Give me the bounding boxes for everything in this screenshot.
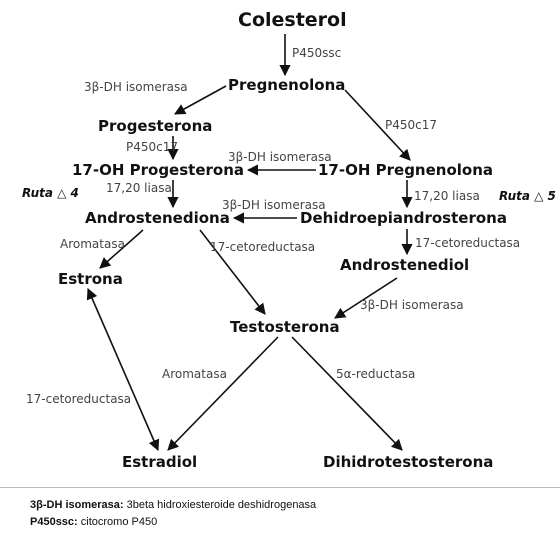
label-17-cetoreductasa-right: 17-cetoreductasa	[415, 236, 521, 250]
node-dhea: Dehidroepiandrosterona	[300, 209, 507, 227]
arrow-androstenediona-testosterona	[199, 229, 266, 315]
label-17-20-liasa-right: 17,20 liasa	[414, 189, 480, 203]
label-17-20-liasa-left: 17,20 liasa	[106, 181, 172, 195]
arrow-pregnenolona-progesterona	[174, 85, 227, 115]
legend-item-3b-dh: 3β-DH isomerasa: 3beta hidroxiesteroide …	[30, 499, 316, 511]
node-testosterona: Testosterona	[230, 318, 340, 336]
label-17-cetoreductasa-center: 17-cetoreductasa	[210, 240, 316, 254]
legend-definition: citocromo P450	[80, 516, 158, 528]
arrow-testosterona-estradiol	[167, 336, 279, 451]
node-colesterol: Colesterol	[238, 9, 347, 31]
node-dihidrotestosterona: Dihidrotestosterona	[323, 453, 494, 471]
label-3b-dh-isomerasa-prog: 3β-DH isomerasa	[84, 80, 188, 94]
legend-term: P450ssc:	[30, 516, 78, 528]
legend-divider	[0, 487, 560, 488]
label-ruta-delta-4: Ruta △ 4	[22, 186, 79, 200]
node-progesterona: Progesterona	[98, 117, 213, 135]
node-estrona: Estrona	[58, 270, 123, 288]
label-p450c17-left: P450c17	[126, 140, 179, 154]
arrow-pregnenolona-17oh-pregnenolona	[344, 89, 411, 161]
node-estradiol: Estradiol	[122, 453, 198, 471]
label-5a-reductasa: 5α-reductasa	[336, 367, 416, 381]
legend-definition: 3beta hidroxiesteroide deshidrogenasa	[126, 499, 317, 511]
legend-item-p450ssc: P450ssc: citocromo P450	[30, 516, 157, 528]
node-androstenediona: Androstenediona	[85, 209, 230, 227]
label-p450scc: P450ssc	[292, 46, 342, 60]
label-3b-dh-isomerasa-dhea: 3β-DH isomerasa	[222, 198, 326, 212]
node-androstenediol: Androstenediol	[340, 256, 470, 274]
arrow-androstenediol-testosterona	[334, 277, 398, 319]
arrow-testosterona-dht	[291, 336, 403, 451]
label-17-cetoreductasa-left: 17-cetoreductasa	[26, 392, 132, 406]
label-aromatasa-left: Aromatasa	[60, 237, 125, 251]
label-aromatasa-bottom: Aromatasa	[162, 367, 227, 381]
arrow-androstenediona-estrona	[99, 229, 144, 269]
arrow-estrona-estradiol	[86, 287, 160, 452]
label-3b-dh-isomerasa-androstenediol: 3β-DH isomerasa	[360, 298, 464, 312]
label-3b-dh-isomerasa-17oh: 3β-DH isomerasa	[228, 150, 332, 164]
node-pregnenolona: Pregnenolona	[228, 76, 346, 94]
label-p450c17-right: P450c17	[385, 118, 438, 132]
node-17oh-progesterona: 17-OH Progesterona	[72, 161, 245, 179]
label-ruta-delta-5: Ruta △ 5	[499, 189, 556, 203]
legend-term: 3β-DH isomerasa:	[30, 499, 124, 511]
node-17oh-pregnenolona: 17-OH Pregnenolona	[318, 161, 494, 179]
